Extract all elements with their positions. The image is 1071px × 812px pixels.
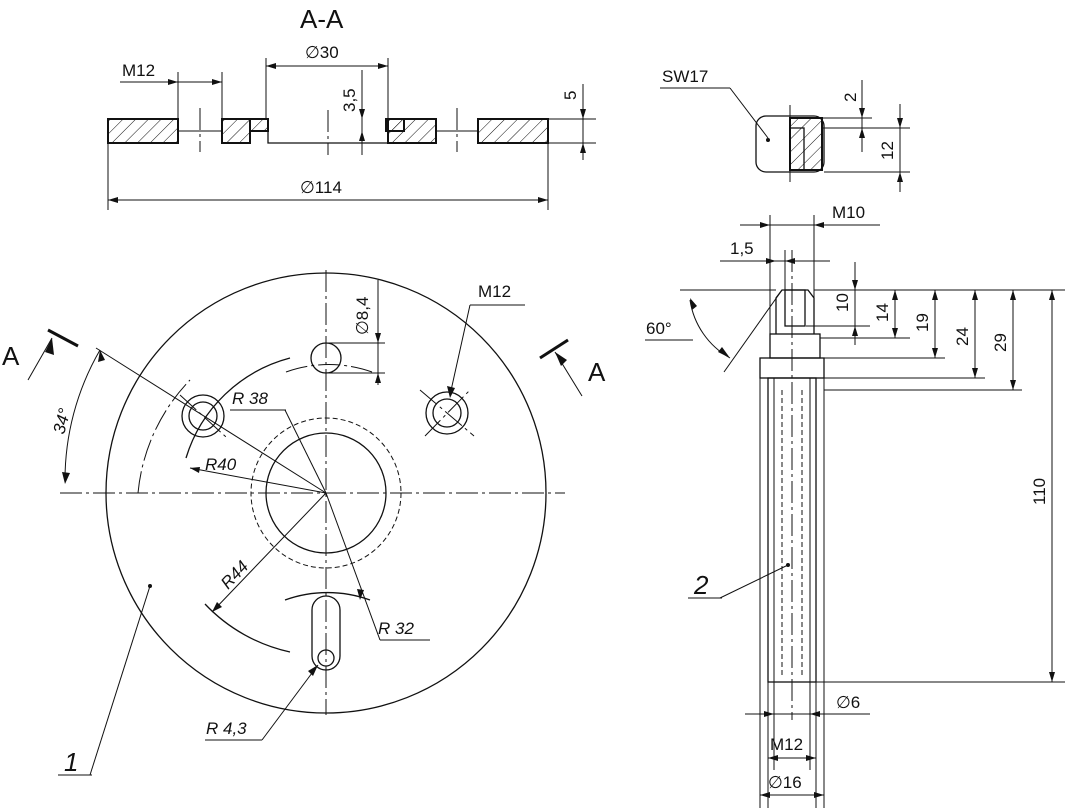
cut-mark-left [47,328,79,348]
section-thread-label: M12 [122,61,155,80]
r44-label: R44 [217,557,252,593]
threaded-hole-right [425,391,469,435]
r43-label: R 4,3 [206,719,247,738]
pin-neck [769,333,821,359]
plan-thread-label: M12 [478,282,511,301]
d29-label: 29 [991,333,1010,352]
outer-dia-label: ∅114 [300,178,342,197]
thickness-label: 5 [561,91,580,100]
r32-arc [284,591,371,601]
slot-small-hole [317,649,335,667]
d24-label: 24 [953,327,972,346]
section-title: A-A [300,4,344,34]
dia16-label: ∅16 [768,773,802,792]
r40-label: R40 [205,455,237,474]
bolt-circle-arc [137,379,191,494]
recess-hatch-left [249,118,269,132]
angle-arc [64,349,101,483]
r38-label: R 38 [232,389,268,408]
cut-label-right: A [588,357,606,387]
threaded-hole-left [181,394,225,438]
r38-arc [185,357,291,459]
nut-section [789,117,823,171]
bore-dia-label: ∅30 [305,43,339,62]
cut-label-left: A [2,341,20,371]
threaded-hole-right-core [432,398,462,428]
d19-label: 19 [913,313,932,332]
cut-mark-right [539,338,569,360]
pin-tip-recess [784,289,806,327]
plate-section-right [477,118,549,144]
recess-hatch-right [385,118,405,132]
angle-label: 34° [50,406,75,436]
plate-section-mid-left [221,118,251,144]
plate-section-left [107,118,179,144]
dia6-label: ∅6 [836,693,860,712]
m10-label: M10 [832,203,865,222]
bore-bottom [250,130,388,144]
hole-arc-top [285,364,373,373]
nut-view: SW17 2 12 [660,67,910,192]
m12-label: M12 [770,735,803,754]
d15-label: 1,5 [730,239,754,258]
pin-tip [775,289,815,334]
d110-label: 110 [1030,478,1049,505]
r44-arc [204,603,291,653]
d10-label: 10 [833,293,852,312]
nut-d12-label: 12 [878,141,897,160]
plan-view: A A 34° ∅8,4 M12 R 38 R40 R44 [2,270,606,777]
threaded-hole-left-core [188,401,218,431]
d14-label: 14 [873,303,892,322]
pin-view: M10 1,5 60° 10 14 19 [645,203,1065,808]
recess-depth-label: 3,5 [340,88,359,112]
hole-dia-label: ∅8,4 [353,297,372,335]
part1-number: 1 [64,747,78,777]
part2-number: 2 [693,570,709,600]
wrench-label: SW17 [662,67,708,86]
nut-d2-label: 2 [841,93,860,102]
angle60-label: 60° [646,319,672,338]
section-view: A-A M12 ∅30 3,5 [107,4,596,210]
r32-label: R 32 [378,619,414,638]
